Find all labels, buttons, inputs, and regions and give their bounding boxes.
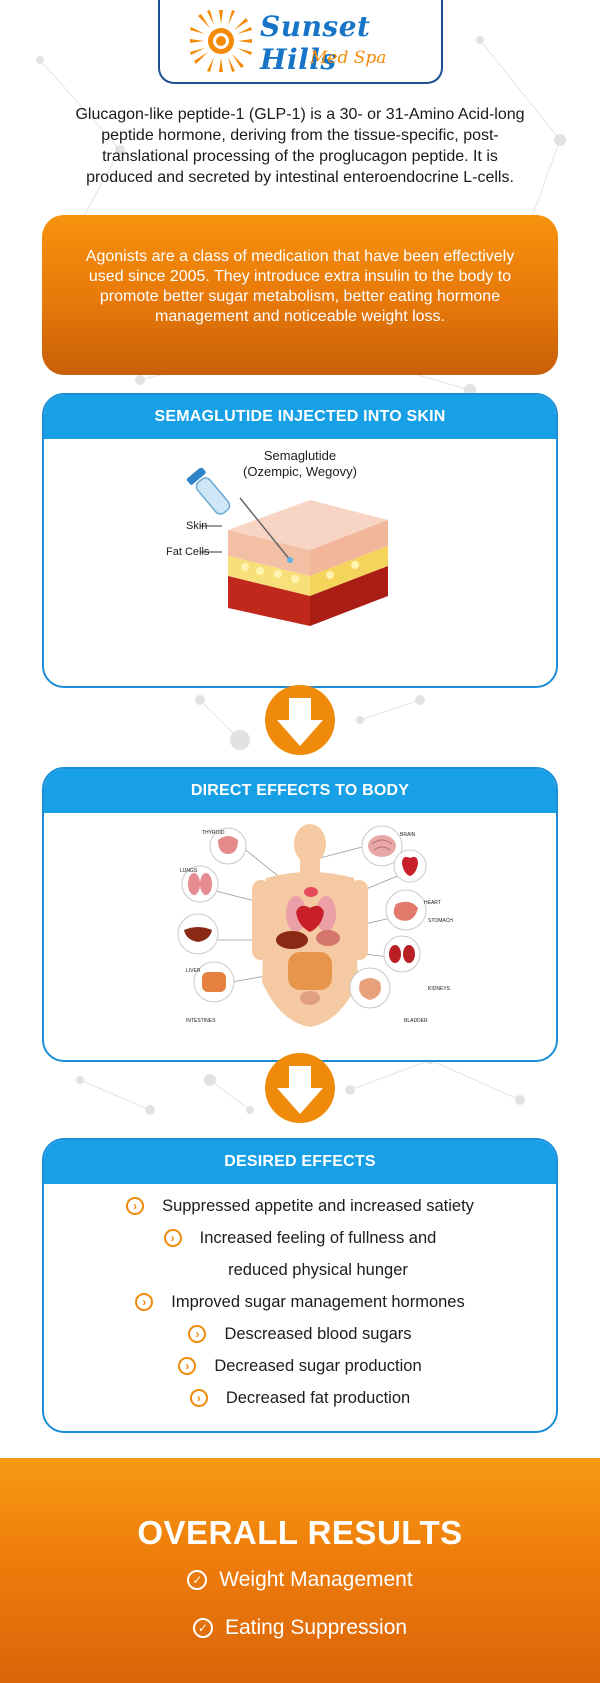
organ-label-heart: HEART [424,900,441,906]
check-circle-icon: ✓ [192,1618,213,1638]
chevron-right-icon: › [188,1325,207,1343]
organ-label-intestines: INTESTINES [186,1018,216,1024]
list-item: › Increased feeling of fullness and [44,1222,556,1254]
organ-label-brain: BRAIN [400,832,416,838]
brand-name: Sunset Hills [260,10,371,76]
result-item: ✓ Weight Management [0,1568,600,1592]
drug-label: Semaglutide (Ozempic, Wegovy) [240,448,360,480]
panel-desired-effects: DESIRED EFFECTS [42,1138,558,1433]
chevron-right-icon: › [163,1229,182,1247]
brand-tagline: Med Spa [310,48,387,68]
list-item: › Suppressed appetite and increased sati… [44,1190,556,1222]
panel-title: DIRECT EFFECTS TO BODY [44,769,556,813]
intro-paragraph: Glucagon-like peptide-1 (GLP-1) is a 30-… [75,106,525,186]
organ-label-thyroid: THYROID [202,830,225,836]
desired-effects-list: › Suppressed appetite and increased sati… [44,1190,556,1414]
list-item: › Improved sugar management hormones [44,1286,556,1318]
result-item: ✓ Eating Suppression [0,1616,600,1640]
skin-injection-illustration [186,468,388,626]
sun-icon [190,10,252,72]
fat-cells-label: Fat Cells [166,546,210,558]
list-item: › Decreased fat production [44,1382,556,1414]
list-item: › Decreased sugar production [44,1350,556,1382]
body-organs-illustration [177,824,427,1027]
organ-label-lungs: LUNGS [180,868,198,874]
check-circle-icon: ✓ [187,1570,208,1590]
brand-logo: Sunset Hills Med Spa [158,0,443,84]
overall-results-section: OVERALL RESULTS ✓ Weight Management ✓ Ea… [0,1458,600,1683]
drug-name: Semaglutide [263,448,337,463]
organ-label-liver: LIVER [186,968,201,974]
agonists-text: Agonists are a class of medication that … [85,248,515,325]
panel-title: SEMAGLUTIDE INJECTED INTO SKIN [44,395,556,439]
chevron-right-icon: › [126,1197,145,1215]
list-item: › reduced physical hunger [228,1260,408,1279]
down-arrow-icon [265,685,335,755]
list-item: › Descreased blood sugars [44,1318,556,1350]
chevron-right-icon: › [189,1389,208,1407]
chevron-right-icon: › [135,1293,154,1311]
agonists-callout [42,215,558,375]
results-title: OVERALL RESULTS [137,1514,463,1551]
skin-label: Skin [186,520,208,532]
organ-label-kidneys: KIDNEYS [428,986,450,992]
drug-brands: (Ozempic, Wegovy) [243,464,357,479]
organ-label-stomach: STOMACH [428,918,453,924]
chevron-right-icon: › [178,1357,197,1375]
down-arrow-icon [265,1053,335,1123]
panel-title: DESIRED EFFECTS [44,1140,556,1184]
organ-label-bladder: BLADDER [404,1018,428,1024]
